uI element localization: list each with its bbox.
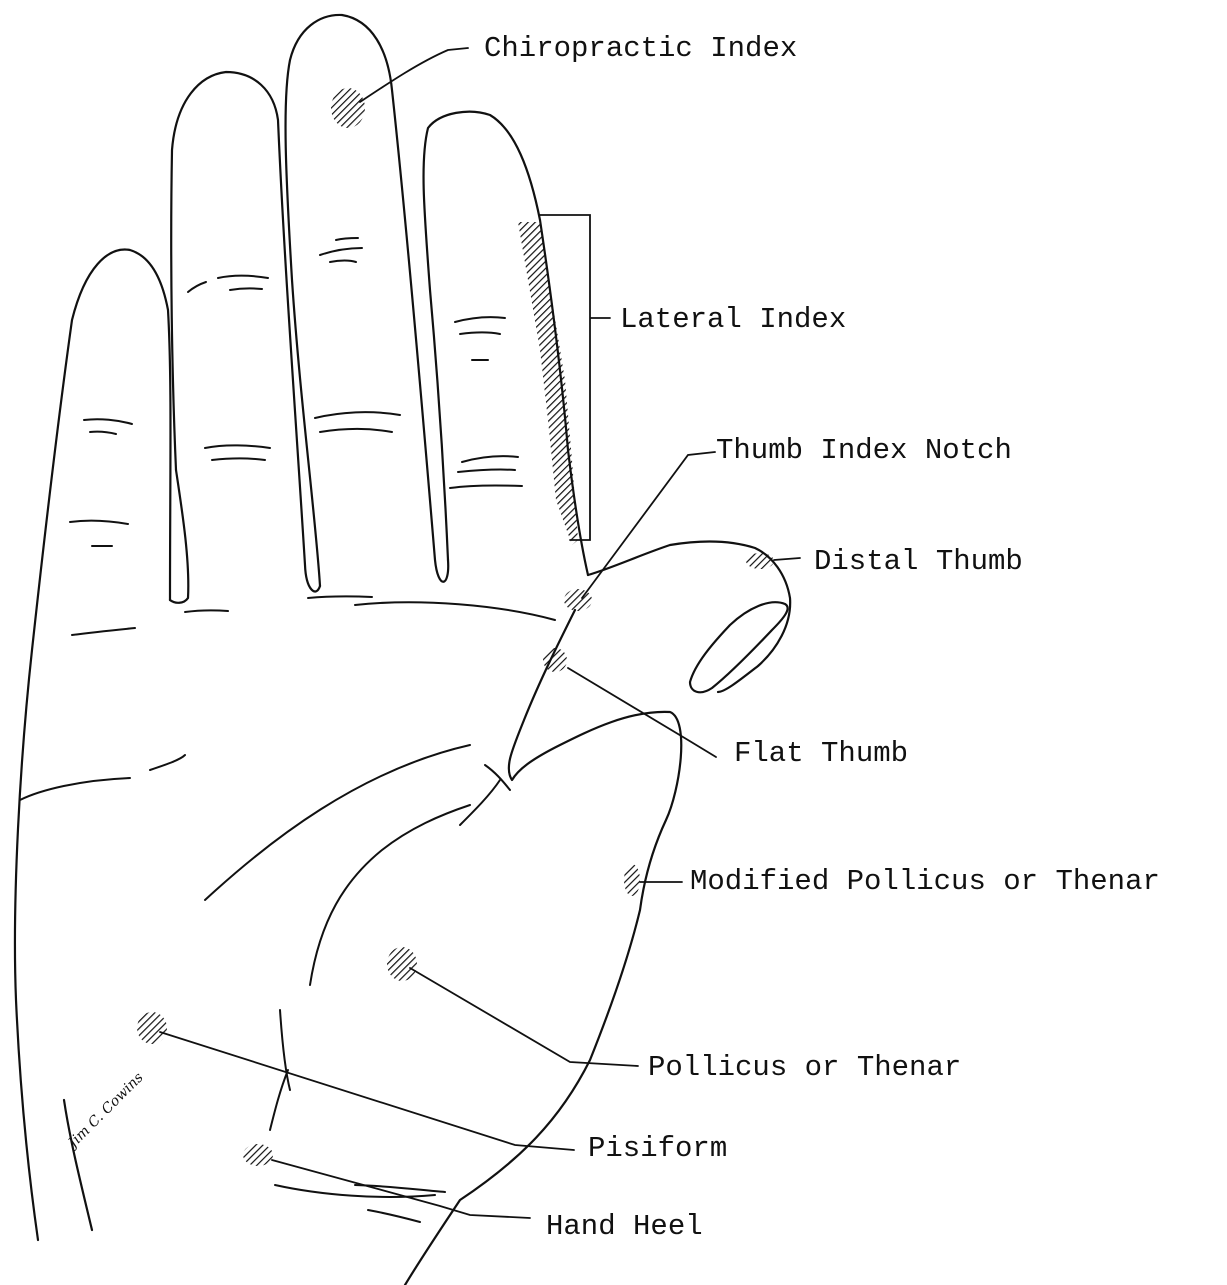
label-pollicus-thenar: Pollicus or Thenar [648,1053,961,1082]
distal-thumb-mark [746,553,774,569]
little-finger-outline [15,250,171,1240]
gap-little-ring [170,470,188,603]
pisiform-mark-fill [137,1012,167,1044]
artist-signature: Jim C. Cowins [63,1070,146,1153]
label-chiropractic-index: Chiropractic Index [484,34,797,63]
palm-creases [20,596,555,1222]
label-lateral-index: Lateral Index [620,305,846,334]
flat-thumb-mark [543,648,567,672]
middle-finger-outline [286,15,449,586]
label-thumb-index-notch: Thumb Index Notch [716,436,1012,465]
ring-finger-outline [171,72,320,591]
label-flat-thumb: Flat Thumb [734,739,908,768]
thumb-outline [405,542,790,1285]
label-distal-thumb: Distal Thumb [814,547,1023,576]
label-modified-pollicus: Modified Pollicus or Thenar [690,867,1160,896]
leader-lines [160,48,800,1218]
hand-heel-mark [243,1144,273,1166]
contact-points [137,88,774,1166]
label-pisiform: Pisiform [588,1134,727,1163]
pollicus-thenar-mark [387,947,417,981]
finger-creases [70,238,522,546]
thumb-nail [690,602,788,692]
thumb-index-notch-mark [564,589,592,611]
chiropractic-index-mark [331,88,365,128]
modified-pollicus-mark [624,864,640,896]
label-hand-heel: Hand Heel [546,1212,703,1241]
